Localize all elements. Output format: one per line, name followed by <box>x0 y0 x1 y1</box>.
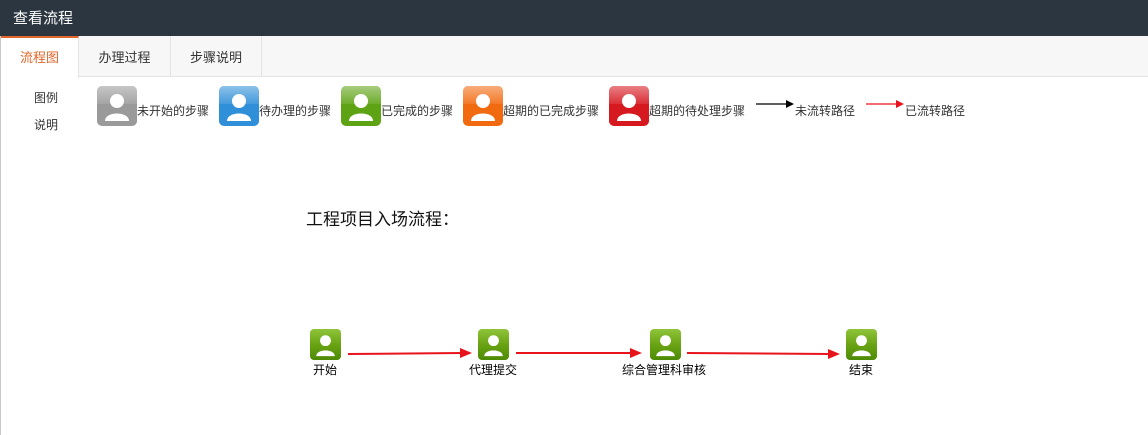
legend-pending-label: 待办理的步骤 <box>259 104 332 118</box>
flow-node-agent-submit[interactable] <box>478 329 509 360</box>
legend-overdue-pending-label: 超期的待处理步骤 <box>649 104 746 118</box>
window-titlebar: 查看流程 <box>0 0 1148 36</box>
person-orange-icon <box>463 86 503 126</box>
legend-completed-label: 已完成的步骤 <box>381 104 454 118</box>
flow-node-start[interactable] <box>310 329 341 360</box>
description-label: 说明 <box>34 118 59 132</box>
red-arrow-icon <box>866 100 904 108</box>
legend-label: 图例 <box>34 91 59 105</box>
tab-process[interactable]: 办理过程 <box>79 36 171 77</box>
person-green-icon <box>341 86 381 126</box>
legend-unflowed-path-label: 未流转路径 <box>795 104 856 118</box>
flow-arrow-2 <box>516 348 642 358</box>
flow-arrow-3 <box>686 349 840 359</box>
black-arrow-icon <box>756 100 794 108</box>
flow-arrows <box>347 348 840 359</box>
window-title: 查看流程 <box>13 9 74 27</box>
person-gray-icon <box>97 86 137 126</box>
flow-node-end[interactable] <box>846 329 877 360</box>
legend-flowed-path-label: 已流转路径 <box>905 104 966 118</box>
flow-title: 工程项目入场流程： <box>306 210 459 230</box>
flow-arrow-1 <box>347 348 472 358</box>
person-blue-icon <box>219 86 259 126</box>
tab-bar: 流程图 办理过程 步骤说明 <box>0 36 1148 78</box>
flow-node-start-label: 开始 <box>313 363 338 377</box>
legend-overdue-completed-label: 超期的已完成步骤 <box>503 104 600 118</box>
flow-node-review-label: 综合管理科审核 <box>622 363 707 377</box>
legend-not-started-label: 未开始的步骤 <box>137 104 210 118</box>
tab-step-description[interactable]: 步骤说明 <box>171 36 262 77</box>
left-border <box>0 36 1 435</box>
person-red-icon <box>609 86 649 126</box>
tab-flowchart[interactable]: 流程图 <box>1 36 79 78</box>
flow-node-review[interactable] <box>650 329 681 360</box>
flow-node-end-label: 结束 <box>849 363 874 377</box>
flow-node-agent-submit-label: 代理提交 <box>469 363 518 377</box>
